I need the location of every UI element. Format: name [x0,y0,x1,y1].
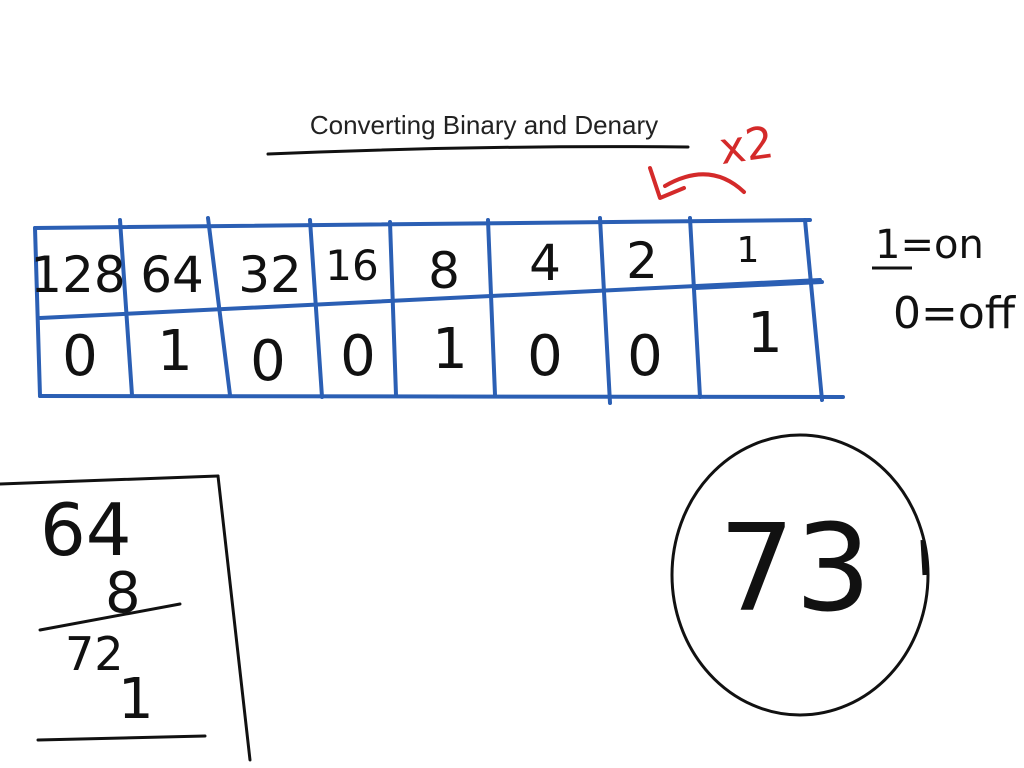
legend-on: 1=on [875,222,984,268]
arrowhead-icon [648,166,686,200]
working-line: 1 [118,667,154,732]
place-value: 32 [238,246,302,304]
bit: 1 [157,319,193,384]
circle-mark [920,539,928,576]
place-value: 4 [529,234,561,292]
bit: 0 [527,324,563,389]
bit: 0 [627,324,663,389]
title-underline [266,145,690,156]
bit: 0 [340,324,376,389]
binary-table-grid [33,216,845,405]
working-line: 64 [40,488,132,572]
place-value: 1 [737,230,760,271]
place-value: 64 [140,246,204,304]
bit: 1 [747,301,783,366]
result-circle [670,433,930,717]
arrow-icon [663,172,746,194]
legend-off: 0=off [893,288,1017,339]
bit: 0 [250,329,286,394]
place-value: 8 [428,242,460,300]
working-line: 8 [105,561,141,626]
place-value: 128 [30,246,125,304]
working-line: 72 [65,627,124,681]
bit-row: 0 1 0 0 1 0 0 1 [62,301,783,394]
working-box [0,474,252,762]
bit: 1 [432,317,468,382]
place-value: 16 [325,241,378,290]
result-value: 73 [719,500,872,639]
working-sum: 64 8 72 1 [40,488,154,732]
title: Converting Binary and Denary [310,110,658,140]
place-value-row: 128 64 32 16 8 4 2 1 [30,230,759,304]
bit: 0 [62,324,98,389]
place-value: 2 [626,232,658,290]
multiplier-note: x2 [716,117,777,175]
